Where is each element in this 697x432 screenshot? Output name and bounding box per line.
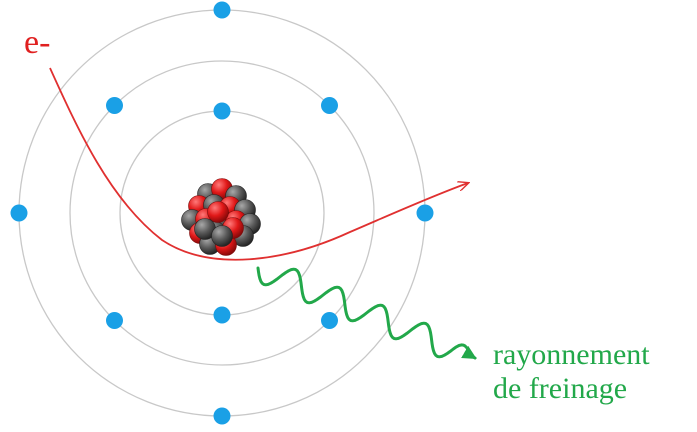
electron-dot [321, 97, 338, 114]
electron-dot [213, 407, 231, 425]
electron-label: e- [24, 24, 51, 61]
electron-dot [321, 312, 338, 329]
orbital-electrons [10, 1, 434, 425]
nucleus [181, 178, 261, 256]
electron-dot [213, 306, 231, 324]
bremsstrahlung-wave-arrow [256, 266, 477, 360]
electron-dot [10, 204, 28, 222]
electron-dot [416, 204, 434, 222]
orbit-shell-2 [69, 60, 375, 366]
bremsstrahlung-label-line2: de freinage [493, 372, 628, 405]
electron-dot [106, 97, 123, 114]
neutron [211, 225, 233, 247]
electron-dot [213, 1, 231, 19]
electron-trajectory-arrow [49, 67, 468, 261]
bremsstrahlung-label: rayonnement de freinage [493, 338, 650, 406]
electron-dot [213, 102, 231, 120]
proton [207, 201, 229, 223]
electron-dot [106, 312, 123, 329]
bremsstrahlung-label-line1: rayonnement [493, 338, 650, 371]
